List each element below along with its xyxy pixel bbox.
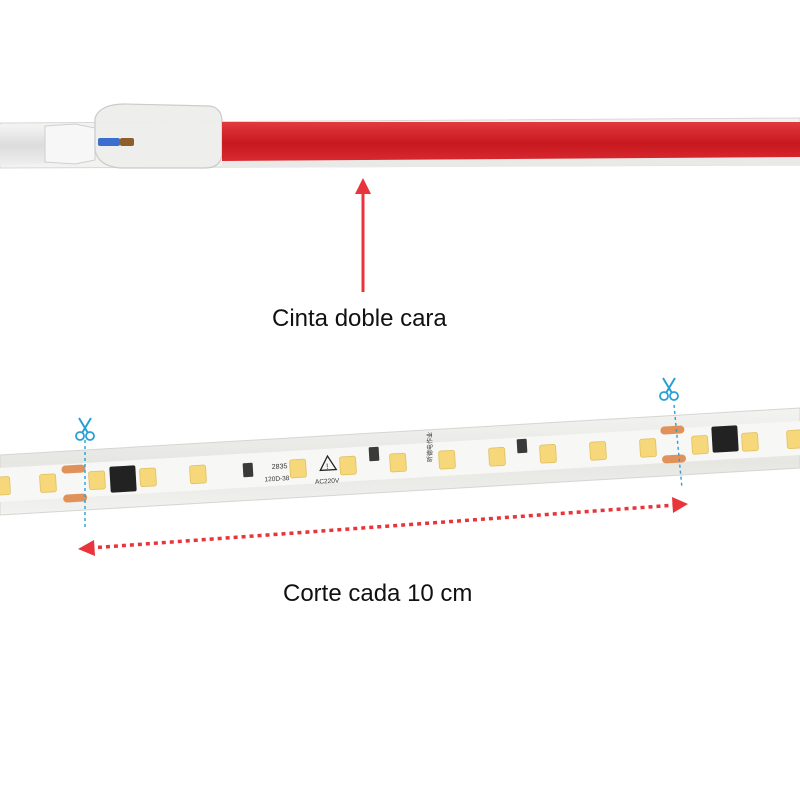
strip-end-cap-assembly [0,103,800,169]
svg-text:!: ! [326,462,329,471]
tape-label: Cinta doble cara [272,305,447,332]
led-chips [0,429,800,496]
strip-markings: 2835 120D-38 [264,463,290,483]
led-strip: 2835 120D-38 ! AC220V 昕德电作业 [0,407,800,516]
led-chip [289,458,307,479]
scissors-icon [659,377,679,401]
led-code-text: 2835 [272,463,288,471]
cut-length-arrow [78,497,688,556]
driver-ic-chip [109,465,137,493]
cut-line-right [673,404,683,489]
cut-pads-left [61,464,88,503]
brand-text: 昕德电作业 [426,432,434,462]
led-chip [339,455,357,476]
voltage-text: AC220V [315,477,340,485]
warning-triangle-icon: ! [319,454,338,472]
led-chip [691,435,709,455]
spec-text: 120D-38 [264,475,290,483]
led-chip [88,470,106,491]
led-chip [139,467,157,488]
led-chip [741,432,759,452]
scissors-icon [75,417,95,441]
driver-ic-chip [711,425,739,453]
led-chip [189,464,207,485]
tape-pointer-arrow [355,178,371,292]
led-chip [786,429,800,449]
red-double-sided-tape [222,122,800,164]
led-chip [639,438,657,458]
led-chip [589,441,607,461]
led-chip [39,473,57,493]
led-chip [539,444,557,464]
cut-length-label: Corte cada 10 cm [283,580,473,607]
led-chip [0,476,11,496]
led-chip [438,449,456,470]
end-cap-connector [94,103,223,169]
led-chip [488,447,506,467]
led-chip [389,452,407,473]
